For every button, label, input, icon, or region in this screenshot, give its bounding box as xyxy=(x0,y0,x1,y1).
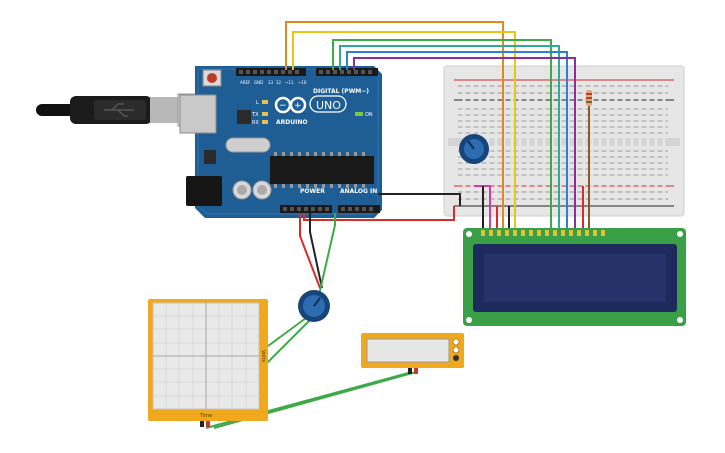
wire-orange xyxy=(285,21,504,100)
svg-text:~10: ~10 xyxy=(298,80,307,85)
digital-label: DIGITAL (PWM~) xyxy=(313,88,369,95)
l-led-label: L xyxy=(256,100,259,106)
usb-icon xyxy=(104,103,134,117)
lcd-16x2[interactable] xyxy=(463,228,686,326)
svg-text:−: − xyxy=(279,101,287,111)
lcd-pins xyxy=(481,230,605,236)
reset-button[interactable] xyxy=(202,69,222,87)
usb-jack xyxy=(179,94,217,134)
lcd-contrast-potentiometer[interactable] xyxy=(459,134,489,164)
usb-cable[interactable] xyxy=(36,93,203,127)
power-header xyxy=(280,205,380,213)
wire-green-scope xyxy=(267,317,307,347)
oscilloscope[interactable]: Time Volts xyxy=(148,299,268,427)
svg-text:GND: GND xyxy=(254,80,263,85)
wire-pink xyxy=(474,185,491,230)
svg-text:~11: ~11 xyxy=(285,80,294,85)
lcd-screen xyxy=(484,254,666,302)
multimeter-display xyxy=(366,338,450,363)
oscilloscope-volts-label: Volts xyxy=(260,350,266,362)
rx-label: RX xyxy=(252,120,259,126)
multimeter[interactable] xyxy=(361,333,464,374)
potentiometer[interactable] xyxy=(298,290,330,322)
wire-blue xyxy=(346,51,568,230)
analog-in-label: ANALOG IN xyxy=(340,188,377,195)
wire-black-gnd xyxy=(378,193,461,206)
multimeter-mode-dials[interactable] xyxy=(452,338,460,361)
svg-text:+: + xyxy=(294,101,302,111)
svg-text:12: 12 xyxy=(276,80,282,85)
uno-label: UNO xyxy=(316,99,341,112)
arduino-logo: − + xyxy=(274,96,307,114)
uno-badge xyxy=(309,95,347,113)
arduino-brand: ARDUINO xyxy=(276,119,307,126)
digital-header xyxy=(236,68,378,76)
svg-text:13: 13 xyxy=(268,80,274,85)
wire-purple xyxy=(353,57,576,230)
resistor[interactable] xyxy=(586,90,592,106)
oscilloscope-time-label: Time xyxy=(199,413,212,419)
wire-yellow xyxy=(292,31,516,230)
wire-green xyxy=(332,39,552,230)
wire-teal xyxy=(339,45,560,230)
power-jack xyxy=(186,176,222,206)
power-label: POWER xyxy=(300,188,325,195)
on-label: ON xyxy=(365,112,373,118)
wire-red-5v xyxy=(303,206,455,221)
atmega-chip xyxy=(270,152,374,188)
svg-text:AREF: AREF xyxy=(240,80,251,85)
tx-label: TX xyxy=(251,112,259,118)
